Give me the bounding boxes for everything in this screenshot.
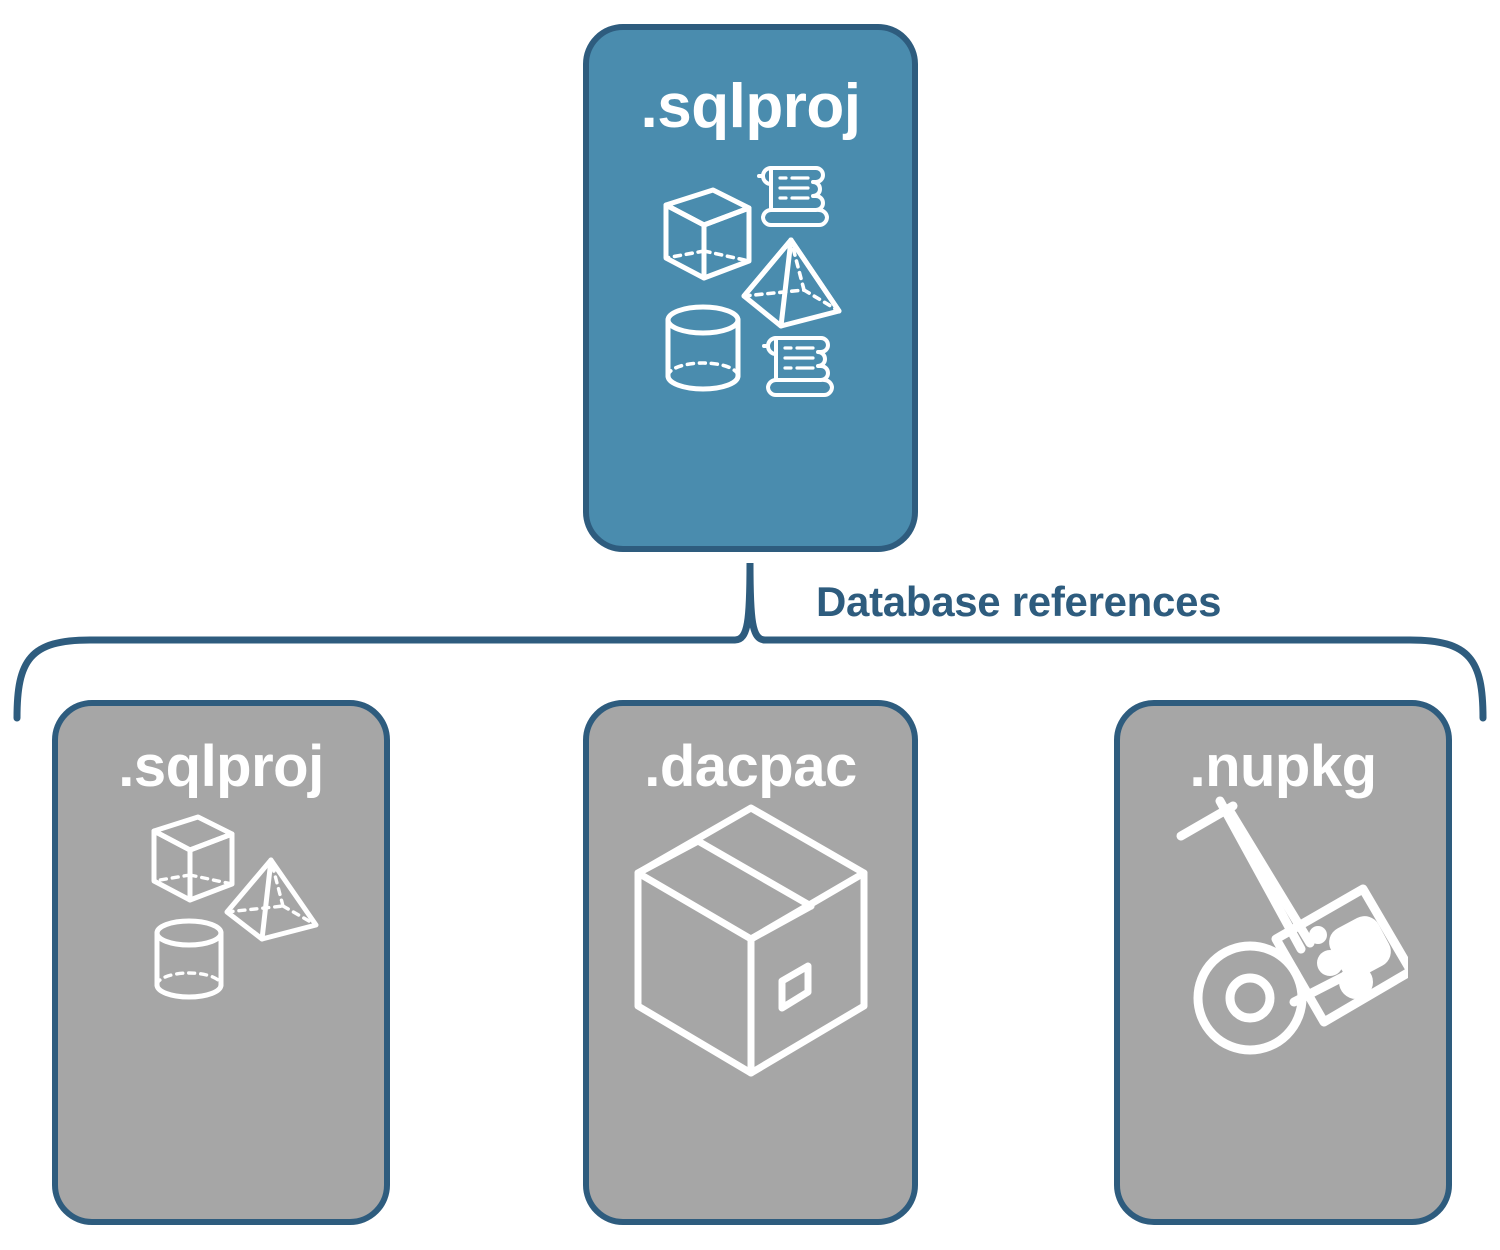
- cube-icon: [663, 187, 751, 281]
- package-box-icon: [634, 804, 867, 1077]
- node-child-nupkg[interactable]: .nupkg: [1114, 700, 1452, 1225]
- scroll-icon: [761, 336, 834, 397]
- brace-label: Database references: [816, 578, 1222, 625]
- brace-path: [13, 562, 1487, 722]
- node-child-sqlproj-label: .sqlproj: [118, 734, 324, 799]
- scroll-icon: [756, 166, 829, 227]
- pyramid-icon: [741, 237, 841, 329]
- node-child-dacpac-label: .dacpac: [644, 734, 857, 799]
- pyramid-icon: [224, 857, 319, 942]
- node-child-nupkg-label: .nupkg: [1189, 734, 1377, 799]
- cube-icon: [151, 814, 235, 903]
- cylinder-icon: [665, 304, 740, 392]
- node-root-sqlproj[interactable]: .sqlproj: [583, 24, 918, 552]
- nuget-glyph-icon: [1309, 916, 1391, 999]
- node-child-dacpac[interactable]: .dacpac: [583, 700, 918, 1225]
- node-child-sqlproj[interactable]: .sqlproj: [52, 700, 390, 1225]
- child-nupkg-icon-group: [1158, 796, 1416, 1101]
- child-sqlproj-icon-group: [106, 796, 336, 1031]
- child-dacpac-icon-group: [626, 796, 876, 1091]
- cylinder-icon: [154, 918, 224, 1000]
- root-icon-group: [636, 148, 866, 423]
- node-root-label: .sqlproj: [640, 72, 861, 141]
